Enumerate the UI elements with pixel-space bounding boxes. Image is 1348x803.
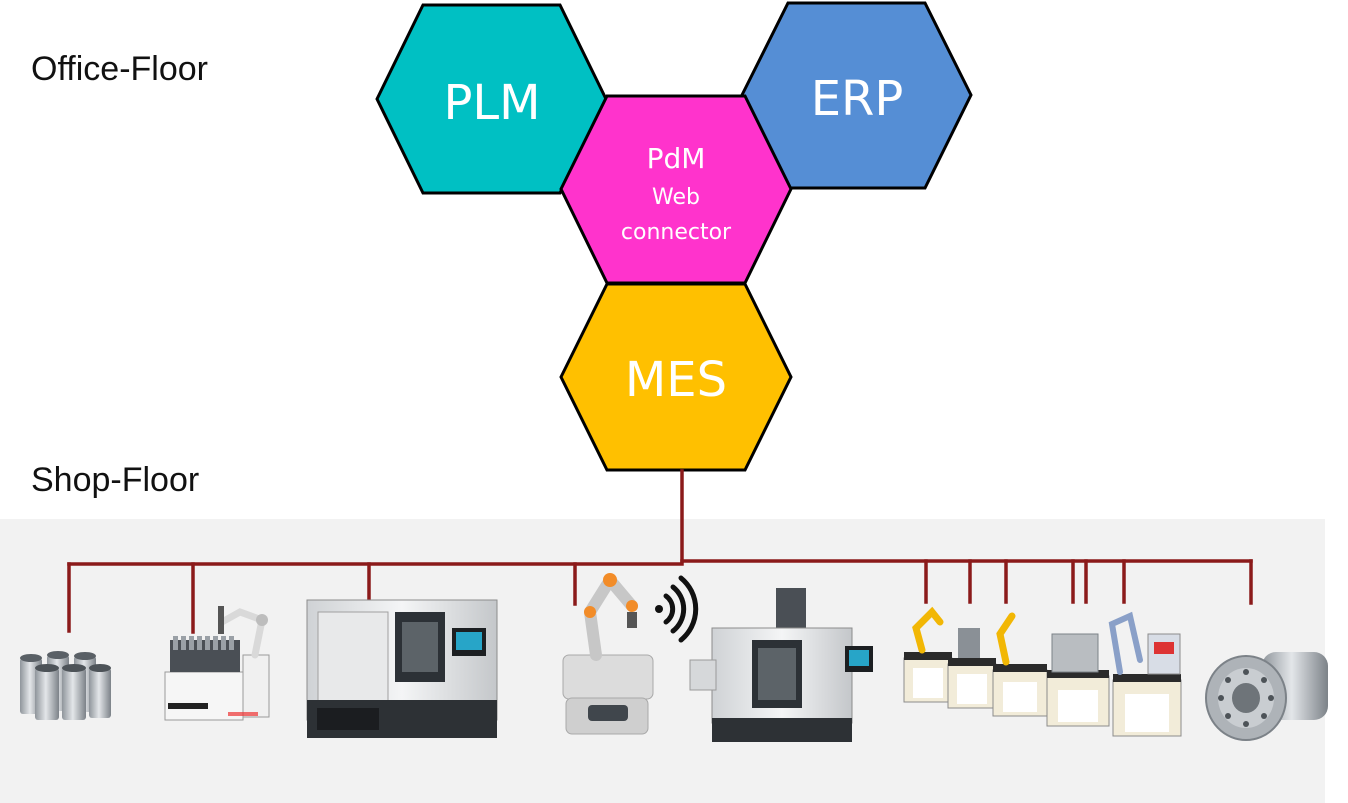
pdm-label: PdM xyxy=(647,142,706,175)
pdm-connector-label: connector xyxy=(621,220,732,245)
mes-label: MES xyxy=(625,352,727,408)
cnc-lathe-icon xyxy=(307,600,497,738)
erp-label: ERP xyxy=(811,71,904,127)
plm-label: PLM xyxy=(443,75,540,131)
pdm-web-label: Web xyxy=(652,185,700,210)
pdm-web-connector-node: PdM Web connector xyxy=(561,96,791,283)
mes-node: MES xyxy=(561,284,791,470)
